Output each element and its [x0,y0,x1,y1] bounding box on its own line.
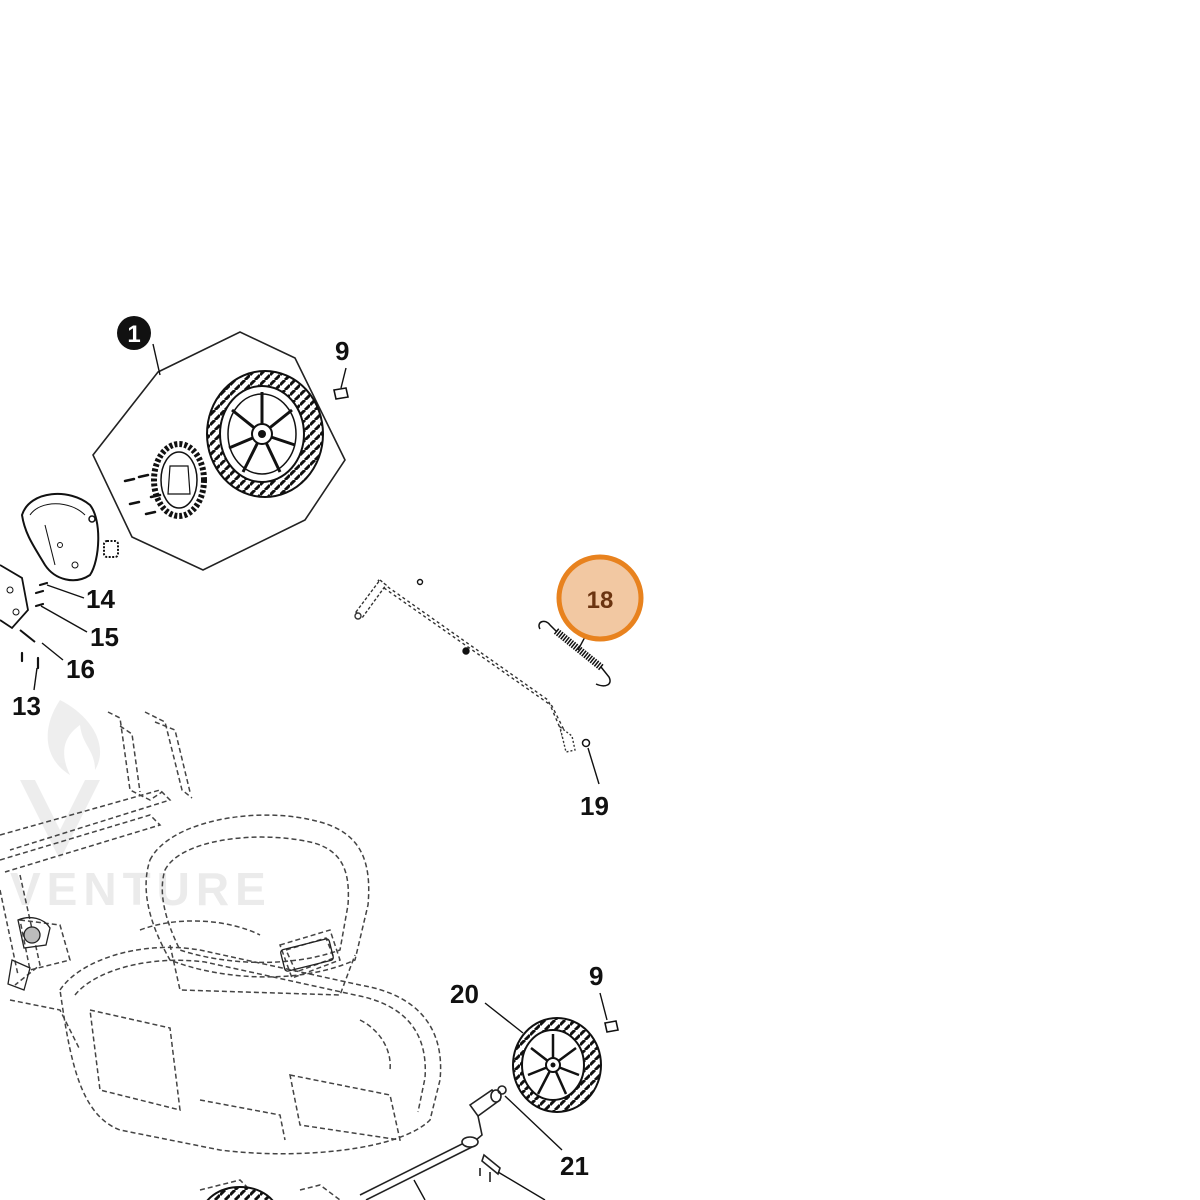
leader-20 [484,1002,524,1034]
callout-14: 14 [86,584,115,614]
leader-19 [587,747,600,785]
callout-16: 16 [66,654,95,684]
nut-19 [581,738,591,748]
mower-body [0,711,442,1200]
callout-18: 18 [587,587,614,614]
callout-1-label: 1 [127,321,140,348]
leader-22 [497,1171,546,1200]
front-wheel-20 [512,1017,602,1113]
screws [123,473,162,516]
bolt-9-top [333,387,349,400]
leader-lines-left [33,343,347,691]
callout-13: 13 [12,691,41,721]
gearbox-bracket [0,564,36,643]
callout-20: 20 [450,979,479,1009]
mower-engine-details [7,917,334,991]
wheel-assembly-1 [92,331,346,571]
callout-18-highlight: 18 [556,554,644,642]
callout-21: 21 [560,1151,589,1181]
pinion [88,515,119,558]
front-axle [359,1085,507,1200]
callout-9-bottom: 9 [589,961,603,991]
small-fasteners [20,581,49,670]
watermark-logo: VENTURE [10,700,272,915]
leader-9-bottom [599,992,608,1021]
watermark-text: VENTURE [10,863,272,915]
callout-1: 1 [117,316,151,350]
spring-18 [538,620,611,687]
bottom-wheel-partial [206,1186,274,1200]
control-rod [354,578,576,753]
leader-21 [504,1095,563,1151]
callout-19: 19 [580,791,609,821]
gear-ring [151,441,207,519]
rear-wheel [206,370,324,498]
callout-15: 15 [90,622,119,652]
bolt-9-bottom [604,1020,619,1033]
leader-axle [413,1179,426,1200]
side-cover [20,492,100,582]
callout-9-top: 9 [335,336,349,366]
assembly-outline [92,331,346,571]
